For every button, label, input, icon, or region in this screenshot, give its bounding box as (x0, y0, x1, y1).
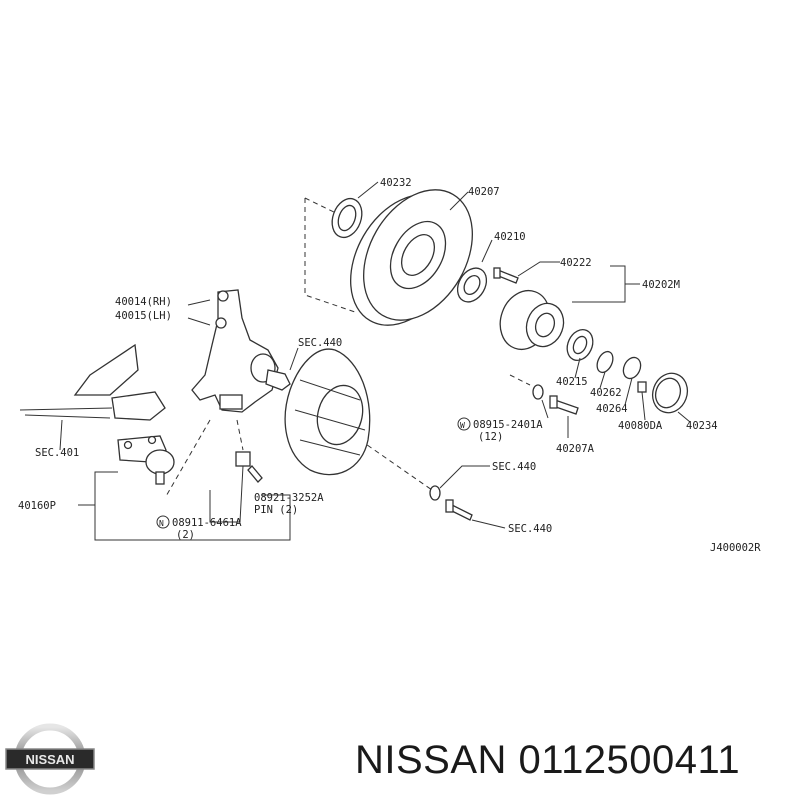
w-symbol-letter: W (460, 421, 465, 430)
label-sec440-washer: SEC.440 (492, 461, 536, 473)
hub-40202M (499, 289, 565, 351)
label-40015: 40015(LH) (115, 310, 172, 322)
label-40222: 40222 (560, 257, 592, 269)
nut-08911 (235, 451, 251, 467)
leader-line (439, 465, 490, 489)
leader-line (78, 471, 291, 541)
dashed-guide (164, 419, 211, 499)
nissan-logo-icon: NISSAN (5, 723, 95, 795)
leader-line (59, 419, 63, 451)
leader-line (187, 299, 211, 326)
nut-40264 (622, 356, 642, 380)
label-08921: 08921-3252A (254, 492, 324, 504)
leader-line (599, 371, 606, 389)
label-40264: 40264 (596, 403, 628, 415)
n-symbol-icon (156, 515, 170, 529)
leader-line (574, 357, 581, 379)
label-08911: 08911-6461A (172, 517, 242, 529)
brand-part-number: NISSAN 0112500411 (355, 738, 741, 782)
label-sec440-bolt: SEC.440 (508, 523, 552, 535)
label-40207A: 40207A (556, 443, 595, 455)
washer-sec440 (429, 485, 441, 501)
diagram-reference: J400002R (710, 542, 761, 554)
label-40014: 40014(RH) (115, 296, 172, 308)
leader-line (471, 519, 506, 529)
leader-line (572, 265, 626, 303)
washer-40262 (596, 350, 614, 374)
label-40234: 40234 (686, 420, 718, 432)
dashed-guide (509, 374, 531, 386)
pin-40080DA (637, 381, 647, 393)
bolt-40207A (532, 384, 579, 415)
leader-line (481, 239, 493, 263)
label-pin: PIN (2) (254, 504, 298, 516)
label-40215: 40215 (556, 376, 588, 388)
bearing-40210 (456, 267, 488, 303)
label-40232: 40232 (380, 177, 412, 189)
steering-knuckle-40014 (191, 289, 291, 413)
leader-line (289, 347, 299, 371)
label-08915: 08915-2401A (473, 419, 543, 431)
leader-line (517, 261, 560, 277)
stud-40222 (493, 267, 519, 284)
ball-joint-40160P (117, 435, 175, 485)
brake-rotor-40207 (350, 189, 473, 326)
dashed-guide (359, 439, 433, 491)
seal-40232 (331, 197, 363, 239)
logo-lettering: NISSAN (25, 752, 74, 767)
bolt-sec440 (445, 499, 473, 521)
dashed-guide (304, 197, 341, 216)
leader-line (624, 377, 633, 406)
leader-line (449, 191, 469, 211)
lower-arm (19, 343, 166, 421)
leader-line (209, 465, 244, 523)
label-40160P: 40160P (18, 500, 56, 512)
dashed-guide (236, 419, 244, 451)
label-40207: 40207 (468, 186, 500, 198)
w-symbol-icon (457, 417, 471, 431)
bearing-40215 (566, 328, 594, 362)
leader-line (357, 181, 379, 199)
dust-shield (284, 348, 371, 476)
label-08911-qty: (2) (176, 529, 195, 541)
n-symbol-letter: N (159, 519, 164, 528)
label-40262: 40262 (590, 387, 622, 399)
pin-08921 (247, 465, 263, 483)
leader-line (677, 411, 691, 423)
label-40080DA: 40080DA (618, 420, 663, 432)
label-40202M: 40202M (642, 279, 680, 291)
parts-diagram: 40232 40207 40210 40222 40202M 40014(RH)… (18, 177, 761, 554)
label-sec401: SEC.401 (35, 447, 79, 459)
label-sec440-shield: SEC.440 (298, 337, 342, 349)
leader-line (541, 399, 549, 419)
label-08915-qty: (12) (478, 431, 503, 443)
leader-line (641, 391, 646, 421)
label-40210: 40210 (494, 231, 526, 243)
cap-40234 (651, 372, 689, 414)
